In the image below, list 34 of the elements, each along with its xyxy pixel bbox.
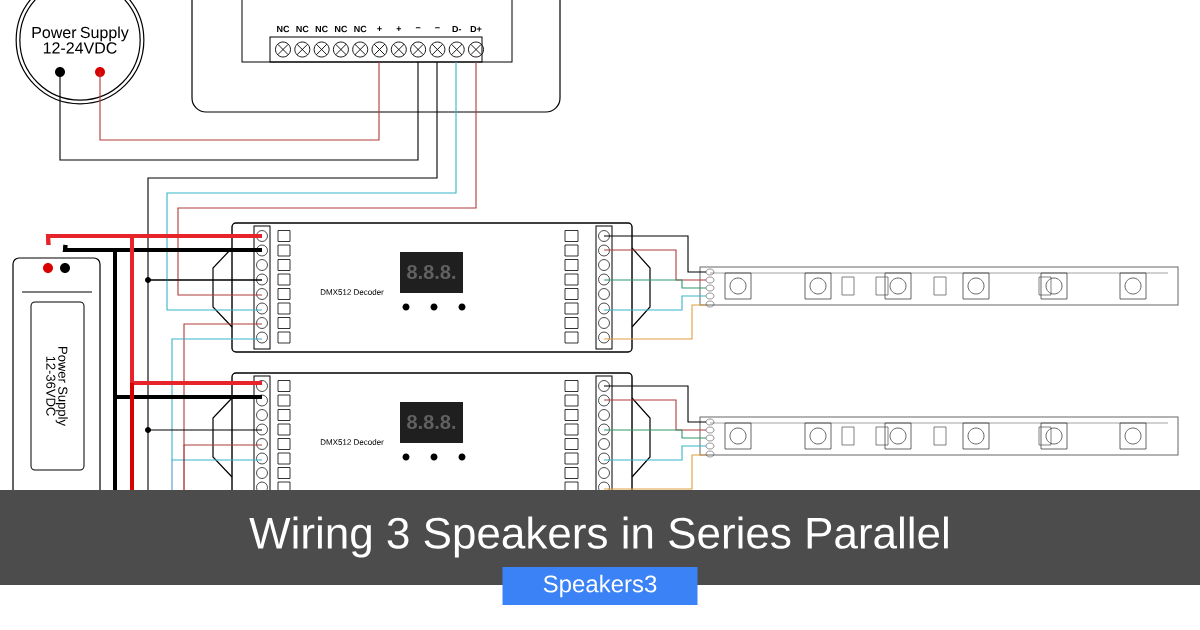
wire <box>45 234 262 385</box>
terminal-label: NC <box>315 25 328 33</box>
wire <box>177 61 477 296</box>
terminal-label: − <box>415 27 421 29</box>
wire <box>603 454 707 490</box>
wire <box>166 61 457 311</box>
terminal-label: − <box>435 27 440 29</box>
wire <box>603 279 707 289</box>
wire <box>171 338 263 461</box>
terminal-label: D+ <box>470 25 482 33</box>
wire <box>603 429 707 439</box>
wire <box>147 279 263 431</box>
controller-box <box>191 0 561 113</box>
wire <box>183 323 263 446</box>
terminal-label: + <box>377 26 382 31</box>
wire <box>603 399 707 431</box>
terminal-label: NC <box>296 25 309 33</box>
wire <box>603 304 707 340</box>
terminal-label: NC <box>277 25 290 33</box>
led-strip <box>699 416 1179 458</box>
led-strip <box>699 266 1179 308</box>
terminal-label: NC <box>354 25 367 33</box>
terminal-label: NC <box>335 25 348 33</box>
wire <box>603 445 707 461</box>
decoder-box: DMX512 Decoder 8.8.8. <box>212 222 651 353</box>
wire <box>59 61 419 161</box>
wire <box>603 235 707 273</box>
wire <box>62 244 262 399</box>
terminal-label: D- <box>452 25 462 33</box>
wire <box>603 249 707 281</box>
wire <box>603 295 707 311</box>
terminal-label: + <box>396 26 402 31</box>
wire <box>603 385 707 423</box>
wire <box>99 61 380 141</box>
